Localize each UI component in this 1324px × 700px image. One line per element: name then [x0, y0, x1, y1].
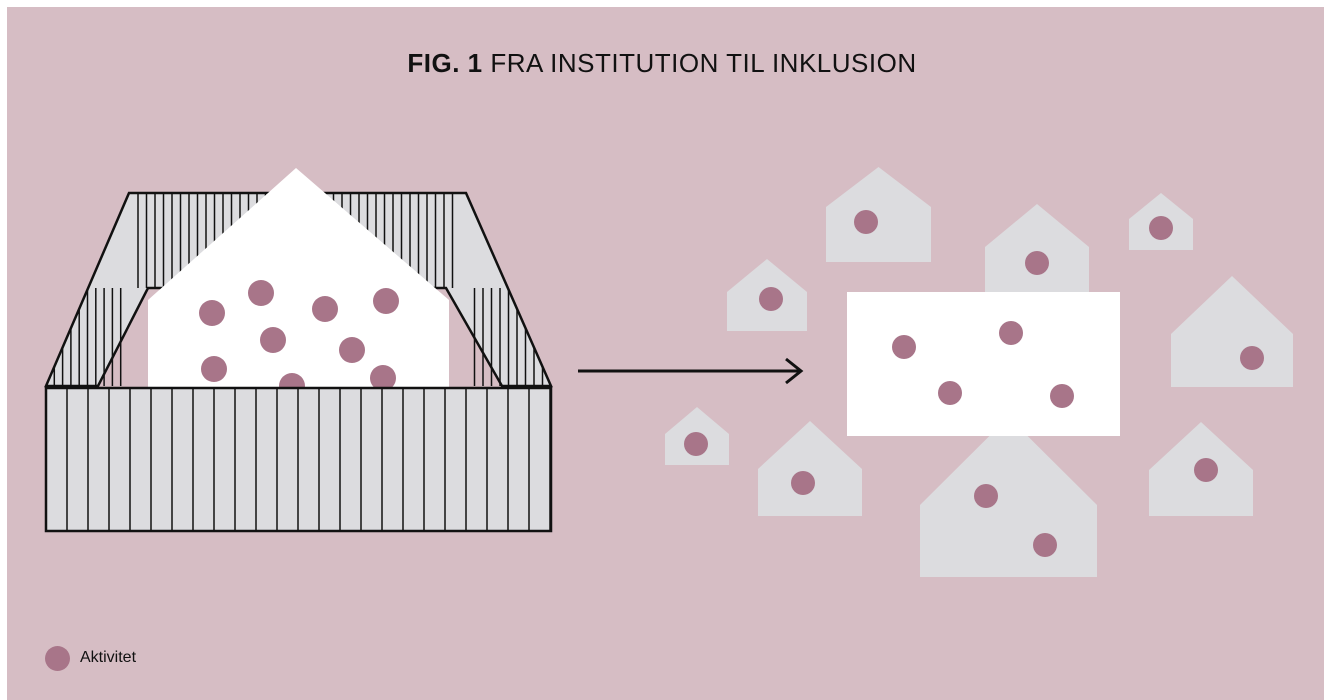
institution-building	[148, 168, 449, 388]
community-center-activities	[892, 321, 1074, 408]
activity-dot	[791, 471, 815, 495]
activity-dot	[373, 288, 399, 314]
figure-title-text: FRA INSTITUTION TIL INKLUSION	[490, 48, 917, 78]
activity-dot	[759, 287, 783, 311]
institution-activities	[199, 280, 399, 399]
transition-arrow	[578, 357, 804, 385]
activity-dot	[1033, 533, 1057, 557]
community-house	[920, 417, 1097, 577]
activity-dot	[312, 296, 338, 322]
community-house	[758, 421, 862, 516]
legend: Aktivitet	[45, 645, 136, 671]
figure-title: FIG. 1 FRA INSTITUTION TIL INKLUSION	[0, 48, 1324, 79]
community-house	[985, 204, 1089, 293]
activity-dot	[1050, 384, 1074, 408]
figure-number: FIG. 1	[407, 48, 483, 78]
activity-dot	[938, 381, 962, 405]
activity-dot	[974, 484, 998, 508]
fence-front	[44, 386, 553, 533]
activity-dot	[201, 356, 227, 382]
activity-dot	[199, 300, 225, 326]
activity-dot	[1240, 346, 1264, 370]
community-center	[847, 292, 1120, 436]
activity-dot	[1149, 216, 1173, 240]
community-house	[1149, 422, 1253, 516]
activity-dot	[260, 327, 286, 353]
community-house	[1129, 193, 1193, 250]
community-house	[1171, 276, 1293, 387]
activity-dot	[1025, 251, 1049, 275]
activity-dot-icon	[45, 645, 70, 671]
activity-dot	[370, 365, 396, 391]
community-house	[665, 407, 729, 465]
activity-dot	[248, 280, 274, 306]
community-house	[727, 259, 807, 331]
activity-dot	[999, 321, 1023, 345]
legend-label: Aktivitet	[80, 649, 137, 666]
community-house	[826, 167, 931, 262]
activity-dot	[892, 335, 916, 359]
activity-dot	[854, 210, 878, 234]
institution-group	[44, 168, 553, 533]
community-group	[665, 167, 1293, 577]
activity-dot	[1194, 458, 1218, 482]
activity-dot	[339, 337, 365, 363]
activity-dot	[684, 432, 708, 456]
